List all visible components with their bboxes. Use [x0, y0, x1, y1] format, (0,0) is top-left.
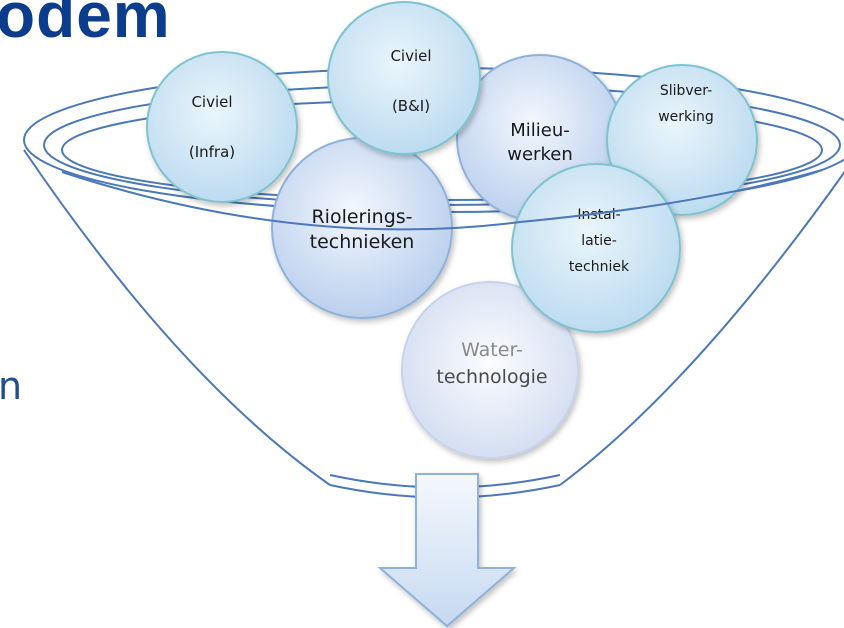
bubble-slibverwerking-label-1: Slibver-	[660, 83, 712, 99]
bubble-milieuwerken-label-2: werken	[507, 144, 572, 165]
bubble-slibverwerking	[606, 64, 758, 216]
bubble-watertechnologie-label-2: technologie	[436, 366, 547, 388]
bubble-watertechnologie-label-1: Water-	[461, 339, 523, 361]
bubble-rioleringstechnieken-label-1: Riolerings-	[311, 206, 412, 228]
bubble-installatietechniek-label-3: techniek	[569, 259, 630, 275]
bubble-milieuwerken-label-1: Milieu-	[510, 120, 570, 141]
bubble-civiel-bi	[327, 1, 481, 155]
bubble-rioleringstechnieken-label-2: technieken	[310, 231, 415, 253]
funnel-front-rim	[61, 169, 823, 231]
bubble-slibverwerking-label-2: werking	[658, 109, 714, 125]
bubble-installatietechniek	[511, 163, 681, 333]
bubble-civiel-infra	[146, 51, 298, 203]
body-text-fragment: n	[0, 364, 23, 408]
bubble-watertechnologie	[401, 281, 579, 459]
bubble-civiel-infra-label-2: (Infra)	[189, 143, 235, 161]
page-title-fragment: odem	[0, 0, 171, 51]
bubble-civiel-bi-label-2: (B&I)	[392, 97, 430, 115]
bubble-civiel-bi-label-1: Civiel	[390, 47, 431, 65]
bubble-civiel-infra-label-1: Civiel	[191, 93, 232, 111]
arrow-down-icon	[377, 473, 517, 628]
bubble-installatietechniek-label-2: latie-	[581, 233, 617, 249]
